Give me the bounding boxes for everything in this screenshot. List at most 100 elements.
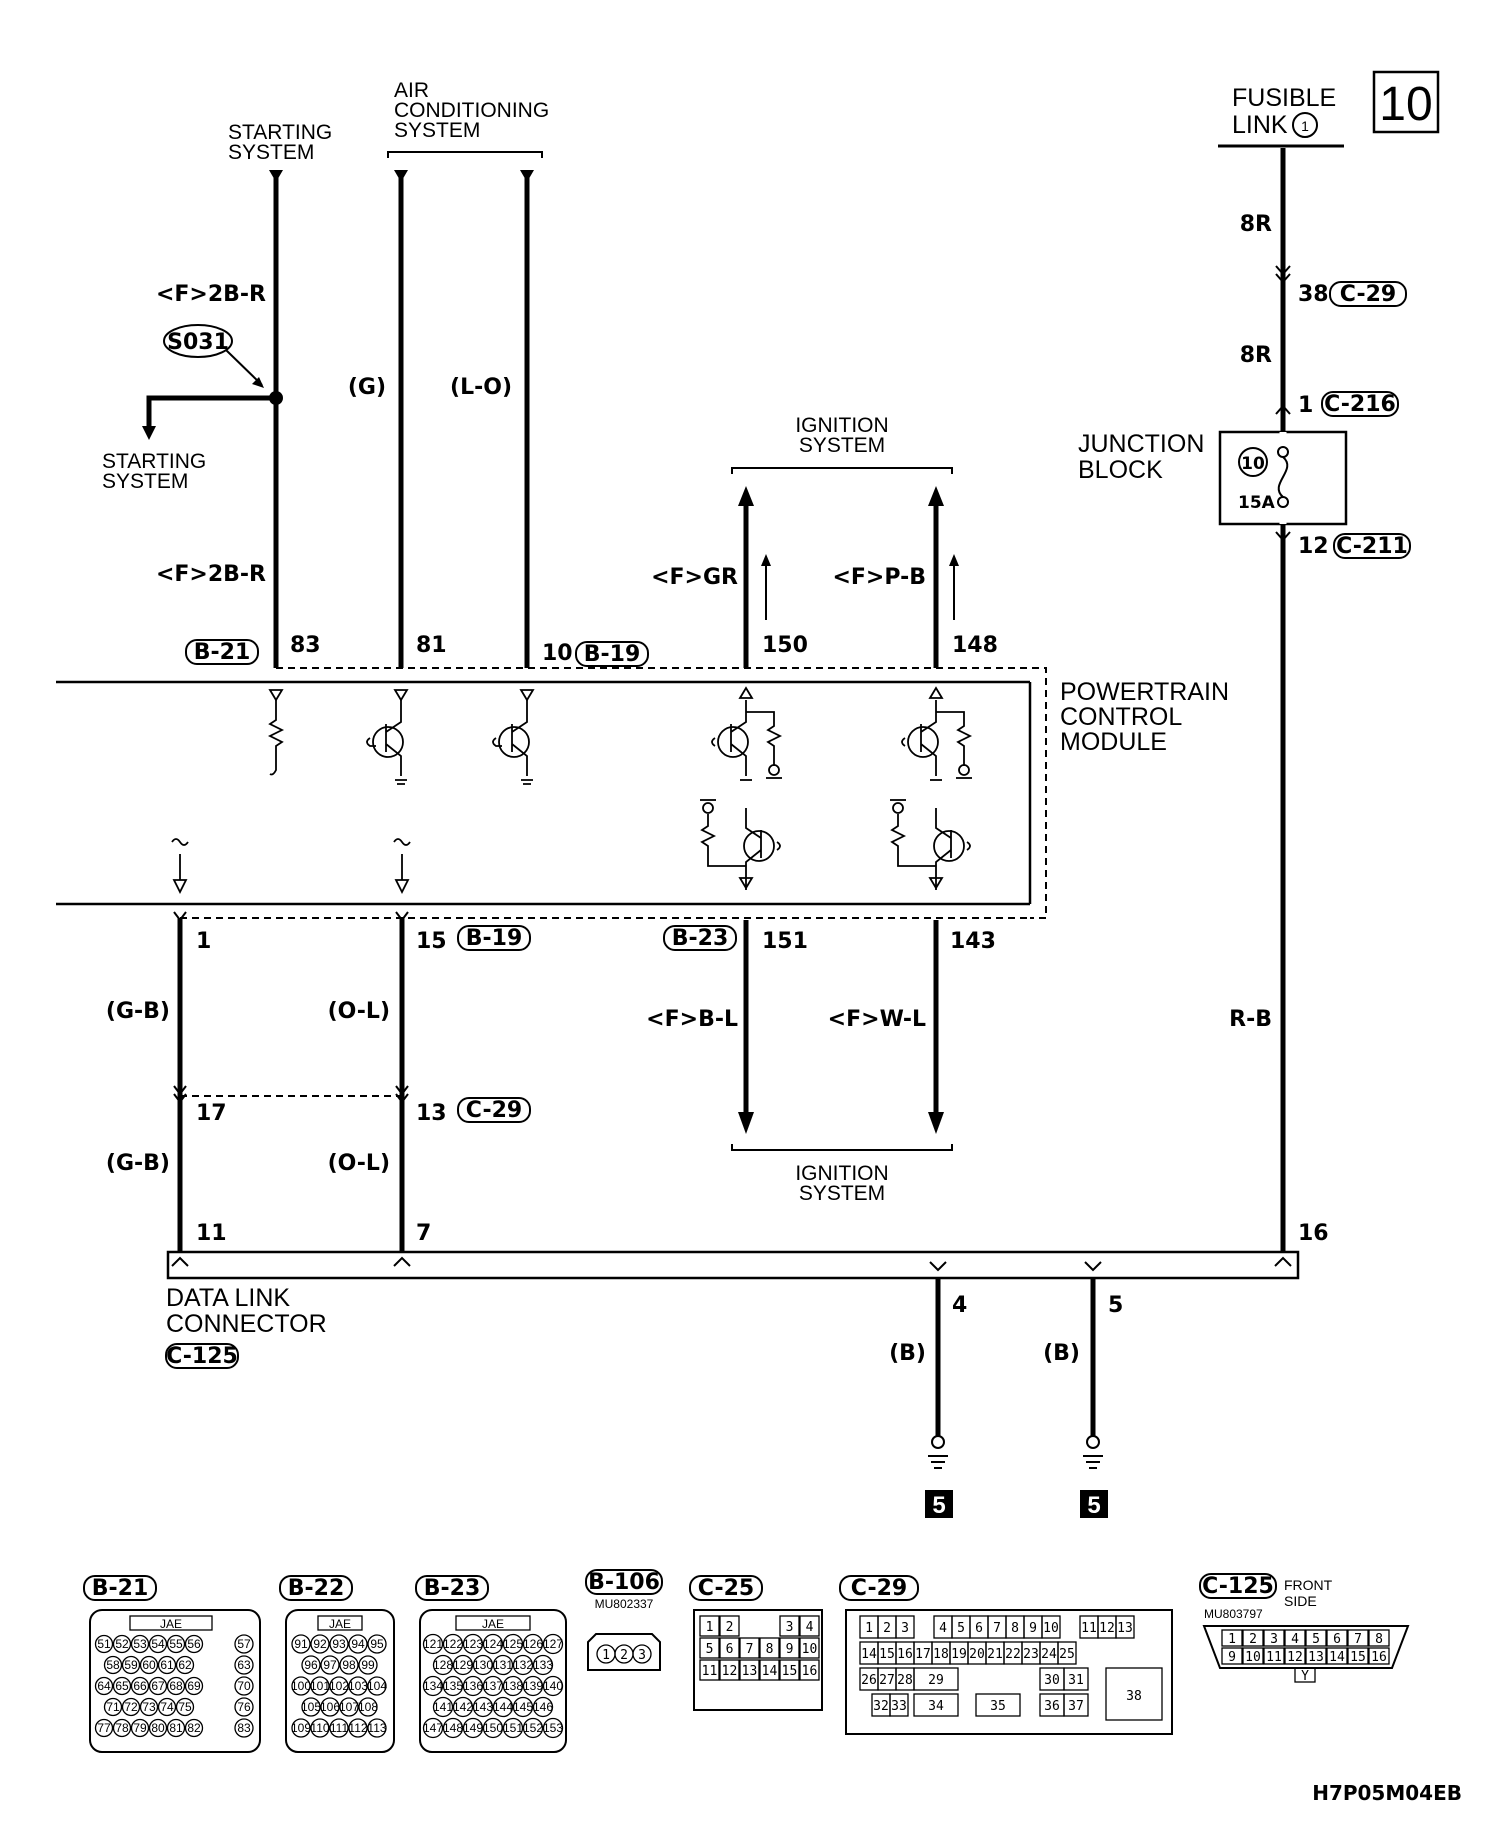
legend-b23-pin: 138 (503, 1679, 523, 1693)
legend-c125-cell (1263, 1647, 1285, 1665)
wire-label-81: (G) (348, 375, 386, 400)
legend-b21-side-ring (234, 1718, 254, 1738)
legend-b22-pin-ring (329, 1634, 349, 1654)
ignition-bottom-bracket (731, 1144, 953, 1151)
label-air-conditioning: AIR CONDITIONING SYSTEM (394, 79, 549, 142)
connector-b19-top: B-19 (584, 642, 641, 667)
legend-b22-pin: 99 (361, 1658, 375, 1672)
legend-c125-pin: 6 (1333, 1632, 1341, 1647)
legend-b22-pin-ring (301, 1655, 321, 1675)
legend-c125-pin: 5 (1312, 1632, 1320, 1647)
wire-label-15-lower: (O-L) (328, 1151, 390, 1176)
legend-b23-key (455, 1615, 531, 1631)
legend-b21-pin-ring (94, 1676, 114, 1696)
starting-branch-wire (146, 395, 276, 428)
legend-b23-pin-ring (472, 1654, 494, 1676)
ac-bracket (387, 151, 543, 158)
legend-b21-pin: 65 (115, 1679, 129, 1693)
legend-c29-pin: 35 (990, 1699, 1006, 1714)
legend-badge (279, 1575, 353, 1601)
legend-c29-pin: 34 (928, 1699, 944, 1714)
legend-b21-pin-ring (148, 1676, 168, 1696)
wire-label-1: (G-B) (106, 999, 170, 1024)
fusible-link-number-circle (1292, 112, 1318, 138)
legend-b23-pin: 128 (433, 1658, 453, 1672)
wire-label-151: <F>B-L (646, 1007, 738, 1032)
starting-branch-arrow (142, 426, 156, 440)
connector-c216: C-216 (1324, 392, 1396, 417)
arrow-148-top (928, 486, 944, 506)
diagram-number-box (1372, 70, 1440, 134)
legend-b21-pin-ring (166, 1718, 186, 1738)
legend-b23-pin-ring (432, 1696, 454, 1718)
connector-c125-badge (165, 1343, 239, 1369)
legend-b23-pin-ring (452, 1654, 474, 1676)
legend-b22-pin: 92 (313, 1637, 327, 1651)
dlc-box (166, 1250, 1300, 1280)
signal-arrow-150-head (761, 554, 771, 566)
legend-b21-side-ring (234, 1697, 254, 1717)
legend-b23-pin-ring (522, 1675, 544, 1697)
legend-b23-pin: 133 (533, 1658, 553, 1672)
fuse-element (1277, 456, 1289, 498)
legend-c25-pin: 13 (742, 1664, 758, 1679)
legend-c29-pin: 2 (883, 1621, 891, 1636)
pin-13: 13 (416, 1101, 447, 1126)
legend-c25-cell (739, 1659, 760, 1681)
legend-c125-side: SIDE (1284, 1593, 1317, 1609)
legend-b22-pin: 102 (329, 1679, 349, 1693)
ground-point-5-box (1080, 1490, 1108, 1518)
wire-label-10: (L-O) (450, 375, 512, 400)
legend-c25-pin: 15 (782, 1664, 798, 1679)
legend-c125-cell (1263, 1629, 1285, 1647)
diagram-number: 10 (1379, 78, 1432, 131)
legend-c29-pin: 27 (879, 1673, 895, 1688)
mark-17 (173, 1085, 187, 1104)
legend-connector-code: C-125 (1202, 1574, 1274, 1599)
legend-b23-pin: 140 (543, 1679, 563, 1693)
legend-b23-pin: 123 (463, 1637, 483, 1651)
legend-b21-pin: 53 (133, 1637, 147, 1651)
label-line: SYSTEM (799, 1182, 885, 1205)
legend-c29-pin: 3 (901, 1621, 909, 1636)
legend-c25-cell (699, 1615, 720, 1637)
legend-c125-pin: 1 (1228, 1632, 1236, 1647)
legend-b23-pin-ring (462, 1717, 484, 1739)
label-line: STARTING (228, 121, 332, 144)
legend-c125-cell (1221, 1629, 1243, 1647)
legend-c125-pin: 9 (1228, 1650, 1236, 1665)
ground-symbol-5 (1083, 1435, 1103, 1469)
connector-b23-badge (663, 925, 737, 951)
wire-label-1-lower: (G-B) (106, 1151, 170, 1176)
pin-7: 7 (416, 1221, 431, 1246)
legend-b21-pin: 56 (187, 1637, 201, 1651)
legend-c125-pin: 4 (1291, 1632, 1299, 1647)
connector-b19-bottom: B-19 (466, 926, 523, 951)
legend-b21-pin: 69 (187, 1679, 201, 1693)
legend-connector-code: B-22 (288, 1576, 345, 1601)
legend-c125-key-label: Y (1301, 1669, 1309, 1684)
legend-c125-pin: 11 (1266, 1650, 1282, 1665)
label-line: CONNECTOR (166, 1310, 327, 1338)
legend-b21-side-pin: 83 (237, 1721, 251, 1735)
pin-5: 5 (1108, 1293, 1123, 1318)
legend-b21-pin-ring (166, 1676, 186, 1696)
legend-c25-cell (799, 1659, 820, 1681)
legend-c125-side: FRONT (1284, 1577, 1333, 1593)
label-ignition-bottom: IGNITION SYSTEM (795, 1162, 888, 1205)
legend-b23-pin-ring (482, 1717, 504, 1739)
legend-c29-pin: 4 (939, 1621, 947, 1636)
connector-mark-38 (1275, 265, 1291, 284)
legend-b22-key (317, 1615, 363, 1631)
legend-c29-cell (913, 1693, 959, 1717)
legend-b21-pin-ring (130, 1718, 150, 1738)
legend-c25-cell (719, 1659, 740, 1681)
legend-b21-pin: 79 (133, 1721, 147, 1735)
legend-c29-pin: 21 (987, 1647, 1003, 1662)
pin-17: 17 (196, 1101, 227, 1126)
legend-badge (839, 1575, 919, 1601)
legend-c125-pin: 10 (1245, 1650, 1261, 1665)
legend-c25-cell (799, 1615, 820, 1637)
legend-b21-pin: 51 (97, 1637, 111, 1651)
legend-b23-pin: 134 (423, 1679, 443, 1693)
